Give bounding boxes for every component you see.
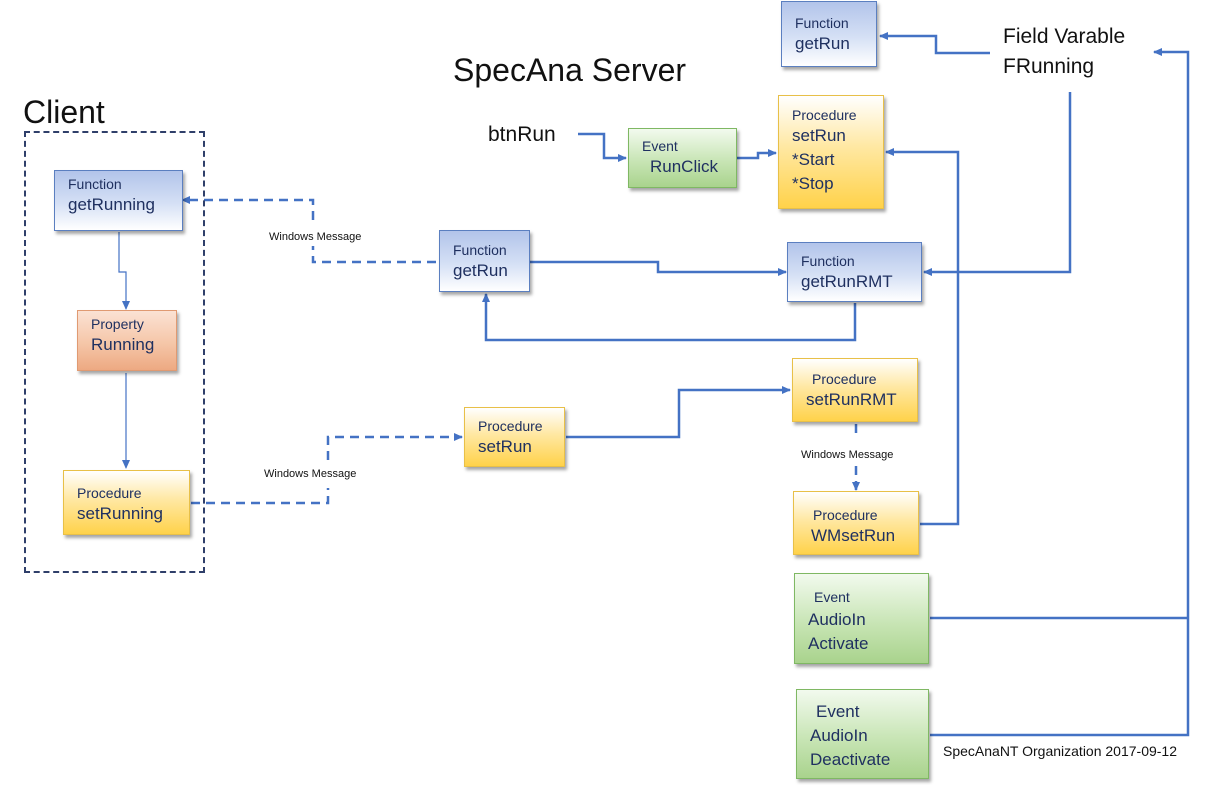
procedure-wmsetrun: Procedure WMsetRun [793, 491, 919, 555]
node-kind: Procedure [478, 418, 543, 434]
connector-audioin-deactivate-to-frunning [930, 48, 1190, 737]
node-name: RunClick [650, 157, 719, 176]
connector-frunning-to-getrunrmt [923, 92, 1072, 276]
function-getrun-top: Function getRun [781, 1, 877, 67]
node-line: setRun [792, 126, 846, 145]
client-function-getrunning: Function getRunning [54, 170, 183, 231]
connector-btnrun-to-runclick [578, 132, 627, 162]
node-kind: Property [91, 316, 144, 332]
node-name: setRun [478, 437, 532, 456]
node-line: *Stop [792, 174, 834, 193]
node-name: getRun [795, 34, 850, 53]
diagram-title: SpecAna Server [453, 52, 687, 88]
windows-message-label-3: Windows Message [801, 449, 894, 461]
procedure-setrun-main: Procedure setRun *Start *Stop [778, 95, 884, 209]
node-kind: Procedure [792, 107, 857, 123]
connector-getrunrmt-to-getrun [482, 293, 857, 342]
connector-wm-setrunning-head [326, 433, 463, 460]
node-kind: Procedure [77, 485, 142, 501]
node-kind: Event [814, 589, 850, 605]
event-runclick: Event RunClick [628, 128, 737, 188]
node-name: getRun [453, 261, 508, 280]
footer-caption: SpecAnaNT Organization 2017-09-12 [943, 743, 1178, 759]
connector-getrun-to-getrunrmt [530, 260, 787, 276]
node-name: getRunning [68, 195, 155, 214]
field-variable-line1: Field Varable [1003, 25, 1126, 48]
server-procedure-setrun: Procedure setRun [464, 407, 565, 467]
node-line: Activate [808, 634, 869, 653]
event-audioin-deactivate: Event AudioIn Deactivate [796, 689, 929, 779]
connector-wm-getrunning [311, 246, 436, 264]
windows-message-label-1: Windows Message [269, 231, 362, 243]
node-name: Running [91, 335, 155, 354]
node-name: WMsetRun [811, 526, 896, 545]
node-line: Deactivate [810, 750, 891, 769]
node-name: setRunRMT [806, 390, 897, 409]
node-kind: Function [795, 15, 849, 31]
windows-message-label-2: Windows Message [264, 468, 357, 480]
connector-wm-setrunning [191, 488, 330, 505]
client-label: Client [23, 94, 105, 130]
client-boundary [24, 131, 205, 573]
node-kind: Function [68, 176, 122, 192]
connector-wm-getrunning-head [181, 196, 315, 220]
node-kind: Procedure [813, 507, 878, 523]
connector-runclick-to-setrun [737, 149, 777, 160]
connector-frunning-to-getrun [879, 32, 990, 55]
node-line: Event [816, 702, 860, 721]
node-line: AudioIn [810, 726, 868, 745]
node-line: *Start [792, 150, 835, 169]
server-function-getrun: Function getRun [439, 230, 530, 292]
node-name: setRunning [77, 504, 164, 523]
procedure-setrunrmt: Procedure setRunRMT [792, 358, 918, 422]
btnrun-label: btnRun [488, 123, 556, 146]
client-property-running: Property Running [77, 310, 177, 371]
connector-wmsetrun-to-setrun [885, 148, 960, 526]
client-procedure-setrunning: Procedure setRunning [63, 470, 190, 535]
connector-getrunning-to-running [118, 232, 130, 310]
connector-setrun-to-setrunrmt [566, 386, 791, 439]
node-kind: Function [453, 242, 507, 258]
field-variable-label: Field Varable FRunning [1003, 22, 1125, 82]
node-kind: Procedure [812, 371, 877, 387]
node-kind: Function [801, 253, 855, 269]
function-getrunrmt: Function getRunRMT [787, 242, 922, 302]
field-variable-line2: FRunning [1003, 55, 1095, 78]
event-audioin-activate: Event AudioIn Activate [794, 573, 929, 664]
node-name: getRunRMT [801, 272, 893, 291]
node-kind: Event [642, 138, 678, 154]
node-line: AudioIn [808, 610, 866, 629]
